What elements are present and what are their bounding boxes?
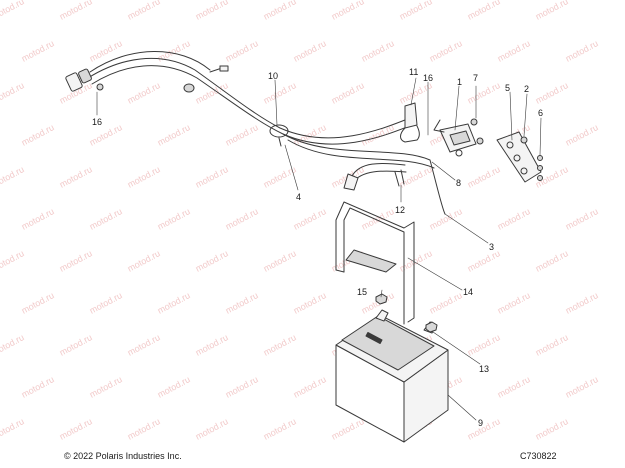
starter-solenoid xyxy=(433,119,477,157)
connector-plug xyxy=(65,68,92,92)
cable-boot xyxy=(400,102,420,143)
battery-cable xyxy=(343,162,407,191)
callout-5: 5 xyxy=(505,83,511,93)
callout-4: 4 xyxy=(296,192,302,202)
callout-11: 11 xyxy=(409,67,419,77)
grommet xyxy=(183,83,195,93)
diagram-code: C730822 xyxy=(520,451,557,461)
callout-16-right: 16 xyxy=(423,73,434,83)
callout-14: 14 xyxy=(463,287,474,297)
callout-2: 2 xyxy=(524,84,530,94)
callout-16-left: 16 xyxy=(92,117,103,127)
copyright-text: © 2022 Polaris Industries Inc. xyxy=(64,451,182,461)
callout-3: 3 xyxy=(489,242,495,252)
callout-12: 12 xyxy=(395,205,406,215)
callout-13: 13 xyxy=(479,364,490,374)
battery xyxy=(335,309,449,443)
callout-7: 7 xyxy=(473,73,479,83)
grommet xyxy=(96,83,104,91)
callout-15: 15 xyxy=(357,287,368,297)
callout-8: 8 xyxy=(456,178,462,188)
cable-tie xyxy=(269,124,289,138)
callout-1: 1 xyxy=(457,77,463,87)
terminal-strip xyxy=(496,131,542,183)
callout-10: 10 xyxy=(268,71,279,81)
callout-9: 9 xyxy=(478,418,484,428)
callout-6: 6 xyxy=(538,108,544,118)
wire-harness xyxy=(87,51,446,215)
battery-strap xyxy=(335,201,415,325)
